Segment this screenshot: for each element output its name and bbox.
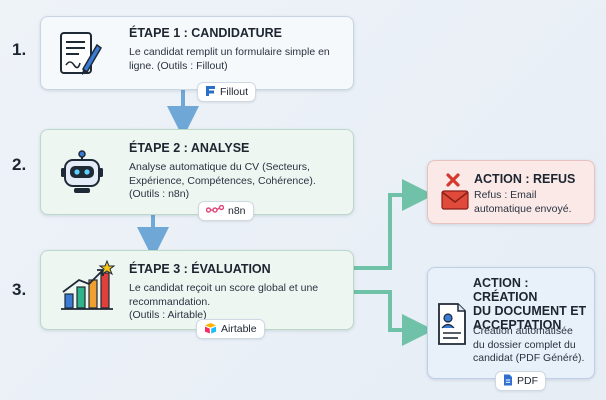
profile-document-icon <box>436 302 468 351</box>
step-2-title: ÉTAPE 2 : ANALYSE <box>129 141 250 155</box>
arrow-to-acceptation <box>354 290 434 346</box>
form-pen-icon <box>55 29 103 84</box>
n8n-logo-icon <box>205 204 225 218</box>
step-1-description: Le candidat remplit un formulaire simple… <box>129 46 330 72</box>
fillout-label: Fillout <box>220 86 249 98</box>
refus-description: Refus : Email automatique envoyé. <box>474 189 572 215</box>
step-2-description: Analyse automatique du CV (Secteurs, Exp… <box>129 161 316 200</box>
step-3-card: ÉTAPE 3 : ÉVALUATION Le candidat reçoit … <box>40 250 354 330</box>
pdf-label: PDF <box>517 375 538 387</box>
x-envelope-icon <box>440 173 470 218</box>
robot-icon <box>59 150 105 201</box>
n8n-badge: n8n <box>198 201 254 221</box>
fillout-badge: Fillout <box>197 82 257 102</box>
step-2-number: 2. <box>12 155 27 174</box>
acceptation-card: ACTION : CRÉATION DU DOCUMENT ET ACCEPTA… <box>427 267 595 379</box>
bar-chart-star-icon <box>57 259 116 317</box>
step-3-title: ÉTAPE 3 : ÉVALUATION <box>129 262 271 276</box>
refus-card: ACTION : REFUS Refus : Email automatique… <box>427 160 595 224</box>
step-1-card: ÉTAPE 1 : CANDIDATURE Le candidat rempli… <box>40 16 354 90</box>
step-1-title: ÉTAPE 1 : CANDIDATURE <box>129 26 283 40</box>
airtable-label: Airtable <box>221 323 257 335</box>
step-3-description: Le candidat reçoit un score global et un… <box>129 282 319 321</box>
airtable-logo-icon <box>204 322 217 337</box>
n8n-label: n8n <box>228 205 246 217</box>
refus-title: ACTION : REFUS <box>474 172 576 186</box>
fillout-logo-icon <box>205 85 216 100</box>
step-1-number: 1. <box>12 40 27 59</box>
acceptation-description: Création automatisée du dossier complet … <box>473 325 585 364</box>
step-3-number: 3. <box>12 280 27 299</box>
pdf-file-icon <box>503 374 513 389</box>
airtable-badge: Airtable <box>196 319 265 339</box>
arrow-to-refus <box>354 179 434 270</box>
step-2-card: ÉTAPE 2 : ANALYSE Analyse automatique du… <box>40 129 354 215</box>
acceptation-title: ACTION : CRÉATION DU DOCUMENT ET ACCEPTA… <box>473 276 587 332</box>
pdf-badge: PDF <box>495 371 546 391</box>
